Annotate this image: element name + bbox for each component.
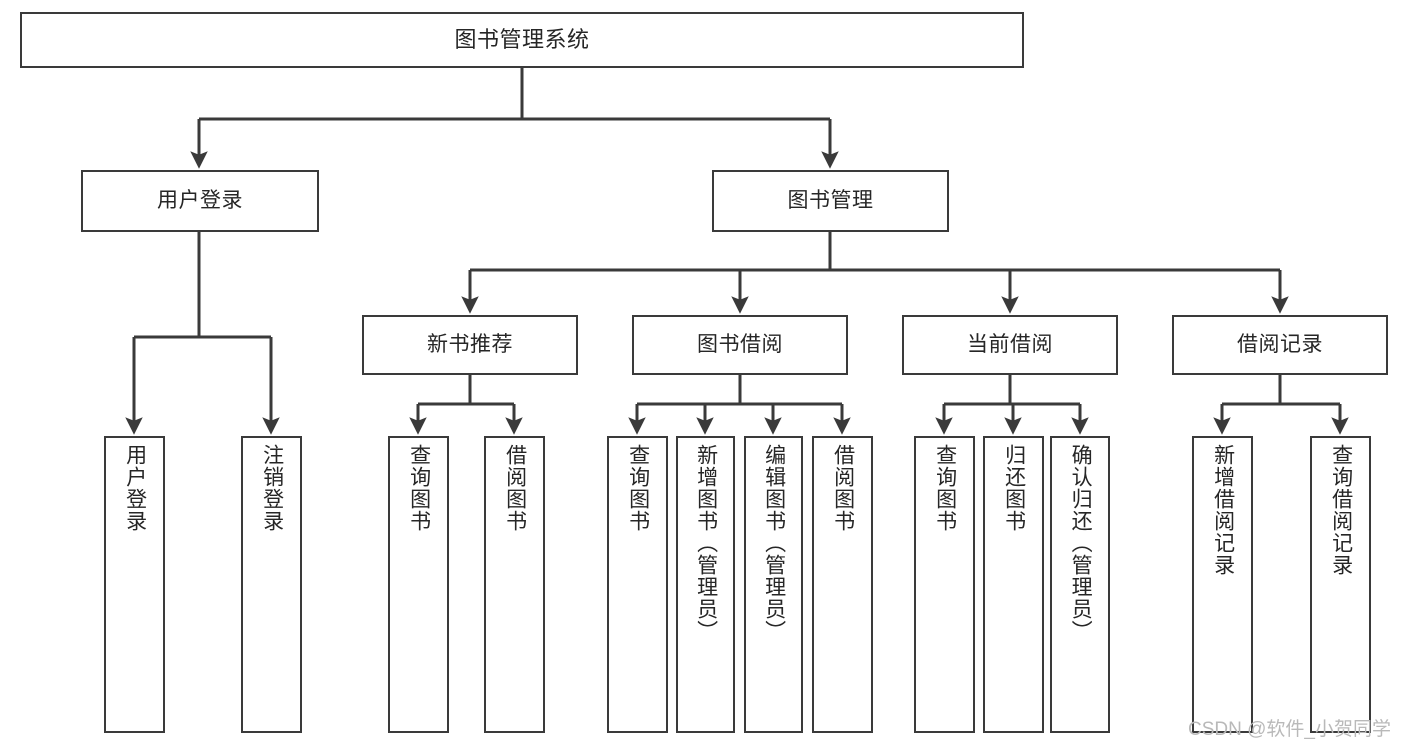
node-leaf-rec-query-book[interactable]: 查询图书 — [388, 436, 449, 733]
node-new-book-recommend-label: 新书推荐 — [427, 333, 513, 357]
node-leaf-current-query-book-label: 查询图书 — [933, 444, 957, 532]
node-leaf-borrow-borrow-book-label: 借阅图书 — [831, 444, 855, 532]
node-leaf-borrow-query-book-label: 查询图书 — [626, 444, 650, 532]
node-leaf-user-logout-label: 注销登录 — [260, 444, 284, 532]
node-leaf-current-confirm-return[interactable]: 确认归还（管理员） — [1050, 436, 1110, 733]
node-leaf-borrow-add-book[interactable]: 新增图书（管理员） — [676, 436, 735, 733]
node-book-borrow[interactable]: 图书借阅 — [632, 315, 848, 375]
node-leaf-user-login-label: 用户登录 — [123, 444, 147, 532]
node-leaf-user-logout[interactable]: 注销登录 — [241, 436, 302, 733]
node-user-login-label: 用户登录 — [157, 189, 243, 213]
node-leaf-record-add-label: 新增借阅记录 — [1211, 444, 1235, 576]
node-book-manage[interactable]: 图书管理 — [712, 170, 949, 232]
node-leaf-record-query-label: 查询借阅记录 — [1329, 444, 1353, 576]
node-leaf-rec-borrow-book[interactable]: 借阅图书 — [484, 436, 545, 733]
node-leaf-user-login[interactable]: 用户登录 — [104, 436, 165, 733]
csdn-watermark: CSDN @软件_小贺同学 — [1188, 719, 1391, 740]
node-book-manage-label: 图书管理 — [787, 189, 874, 213]
node-leaf-rec-query-book-label: 查询图书 — [407, 444, 431, 532]
node-leaf-rec-borrow-book-label: 借阅图书 — [503, 444, 527, 532]
node-leaf-record-query[interactable]: 查询借阅记录 — [1310, 436, 1371, 733]
node-root-label: 图书管理系统 — [454, 26, 590, 52]
node-leaf-borrow-borrow-book[interactable]: 借阅图书 — [812, 436, 873, 733]
node-leaf-borrow-add-book-label: 新增图书（管理员） — [694, 444, 718, 642]
node-root[interactable]: 图书管理系统 — [20, 12, 1024, 68]
node-leaf-borrow-edit-book-label: 编辑图书（管理员） — [762, 444, 786, 642]
node-borrow-record[interactable]: 借阅记录 — [1172, 315, 1388, 375]
node-book-borrow-label: 图书借阅 — [697, 333, 783, 357]
node-current-borrow[interactable]: 当前借阅 — [902, 315, 1118, 375]
node-leaf-current-confirm-return-label: 确认归还（管理员） — [1069, 444, 1093, 642]
node-user-login[interactable]: 用户登录 — [81, 170, 319, 232]
node-leaf-borrow-edit-book[interactable]: 编辑图书（管理员） — [744, 436, 803, 733]
node-leaf-current-query-book[interactable]: 查询图书 — [914, 436, 975, 733]
node-leaf-current-return-book[interactable]: 归还图书 — [983, 436, 1044, 733]
node-leaf-record-add[interactable]: 新增借阅记录 — [1192, 436, 1253, 733]
node-leaf-borrow-query-book[interactable]: 查询图书 — [607, 436, 668, 733]
node-borrow-record-label: 借阅记录 — [1237, 333, 1323, 357]
node-new-book-recommend[interactable]: 新书推荐 — [362, 315, 578, 375]
node-leaf-current-return-book-label: 归还图书 — [1002, 444, 1026, 532]
node-current-borrow-label: 当前借阅 — [967, 333, 1053, 357]
